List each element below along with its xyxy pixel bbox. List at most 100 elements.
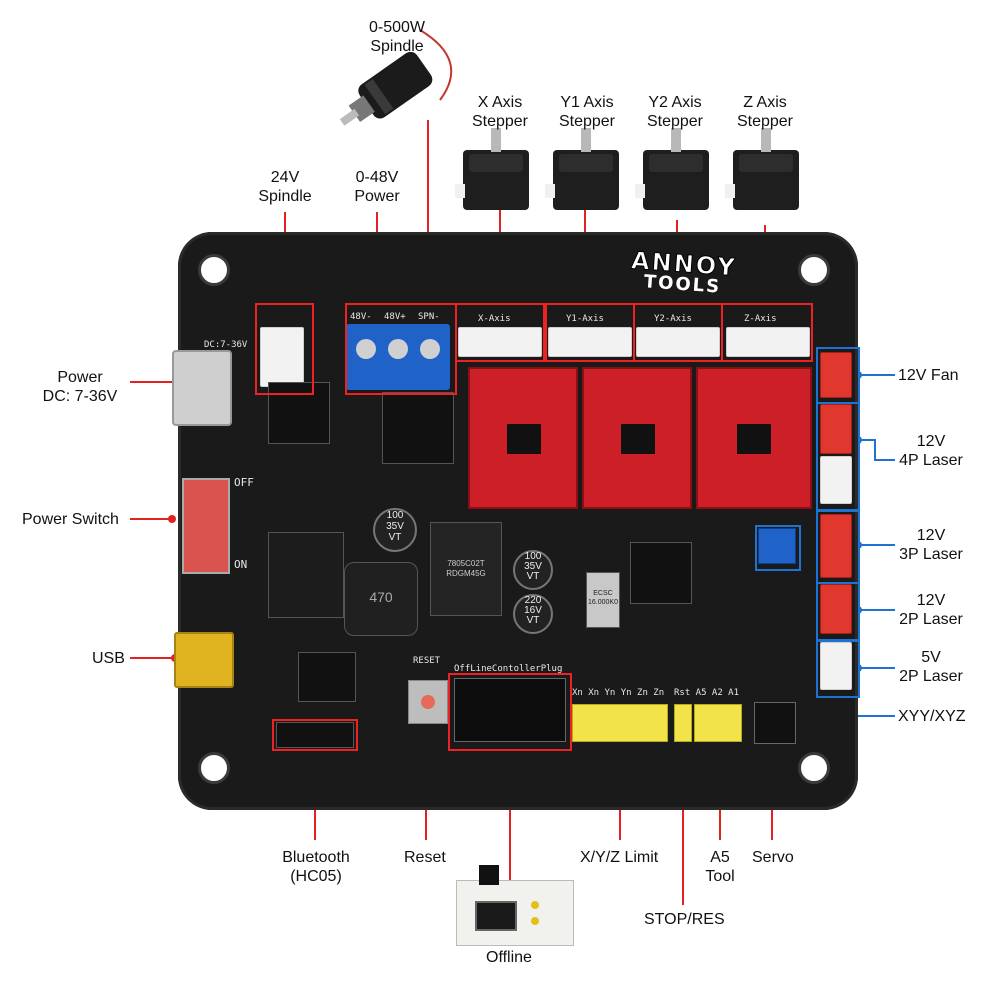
y1-axis-connector — [548, 327, 632, 357]
mount-hole — [798, 752, 830, 784]
laser-4p-white-connector — [820, 456, 852, 504]
power-terminal-block — [346, 324, 450, 390]
capacitor-1: 100 35V VT — [373, 508, 417, 552]
x-axis-connector — [458, 327, 542, 357]
mount-hole — [198, 254, 230, 286]
highlight-2p-12v-laser — [816, 582, 860, 641]
offline-header — [454, 678, 566, 742]
label-500w-spindle: 0-500W Spindle — [368, 19, 426, 55]
label-xyz-limit: X/Y/Z Limit — [580, 849, 659, 866]
highlight-offline — [448, 673, 572, 751]
y1-axis-silk: Y1-Axis — [566, 314, 604, 324]
fan-connector — [820, 352, 852, 398]
label-24v-spindle: 24V Spindle — [258, 169, 312, 205]
highlight-xyy-jumper — [755, 525, 801, 571]
tool-pins-silk: Rst A5 A2 A1 — [674, 688, 740, 698]
highlight-z-axis — [721, 303, 813, 362]
laser-4p-connector — [820, 404, 852, 454]
controller-board: ANNOY TOOLS 48V- 48V+ SPN- X-Axis Y1-Axi… — [172, 232, 858, 810]
power-mosfet — [268, 532, 344, 618]
label-usb: USB — [92, 650, 125, 667]
terminal-label-2: 48V+ — [384, 312, 406, 322]
label-fan: 12V Fan — [898, 367, 959, 384]
stepper-driver-1 — [468, 367, 578, 509]
laser-2p-12v-connector — [820, 584, 852, 634]
limit-header — [572, 704, 668, 742]
highlight-x-axis — [455, 303, 545, 362]
usb-port — [174, 632, 234, 688]
microcontroller — [630, 542, 692, 604]
label-x-stepper: X Axis Stepper — [471, 94, 529, 130]
label-power-switch: Power Switch — [22, 511, 119, 528]
capacitor-2: 100 35V VT — [513, 550, 553, 590]
highlight-4p-laser — [816, 402, 860, 511]
mosfet-2 — [382, 392, 454, 464]
on-silk: ON — [234, 558, 248, 571]
y1-stepper-motor-image — [545, 128, 619, 210]
mount-hole — [798, 254, 830, 286]
label-offline: Offline — [486, 949, 532, 966]
dc-jack — [172, 350, 232, 426]
label-y1-stepper: Y1 Axis Stepper — [558, 94, 616, 130]
terminal-label-1: 48V- — [350, 312, 372, 322]
brand-logo: ANNOY TOOLS — [630, 246, 738, 298]
label-3p-laser: 12V 3P Laser — [899, 527, 963, 563]
spindle-24v-connector — [260, 327, 304, 387]
x-stepper-motor-image — [455, 128, 529, 210]
laser-3p-connector — [820, 514, 852, 578]
highlight-power-terminal — [345, 303, 457, 395]
offline-plug-silk: OffLineContollerPlug — [454, 664, 563, 674]
stepper-driver-3 — [696, 367, 812, 509]
y2-stepper-motor-image — [635, 128, 709, 210]
stop-res-header — [674, 704, 692, 742]
terminal-label-3: SPN- — [418, 312, 440, 322]
z-axis-connector — [726, 327, 810, 357]
xyy-jumper — [758, 528, 796, 564]
power-switch — [182, 478, 230, 574]
label-bluetooth: Bluetooth (HC05) — [282, 849, 350, 885]
z-axis-silk: Z-Axis — [744, 314, 777, 324]
highlight-y1-axis — [545, 303, 635, 362]
label-z-stepper: Z Axis Stepper — [736, 94, 794, 130]
regulator-chip — [268, 382, 330, 444]
label-a5-tool: A5 Tool — [705, 849, 735, 885]
reset-button — [408, 680, 448, 724]
x-axis-silk: X-Axis — [478, 314, 511, 324]
label-2p-12v-laser: 12V 2P Laser — [899, 592, 963, 628]
label-xyy-xyz: XYY/XYZ — [898, 708, 966, 725]
mount-hole — [198, 752, 230, 784]
highlight-3p-laser — [816, 510, 860, 584]
highlight-24v-spindle — [255, 303, 314, 395]
bluetooth-header — [276, 722, 354, 748]
stepper-driver-2 — [582, 367, 692, 509]
dc-silk: DC:7-36V — [204, 340, 248, 350]
servo-header — [754, 702, 796, 744]
capacitor-3: 220 16V VT — [513, 594, 553, 634]
regulator-7805: 7805C02T RDGM45G — [430, 522, 502, 616]
off-silk: OFF — [234, 476, 254, 489]
highlight-y2-axis — [633, 303, 723, 362]
limit-pins-silk: Xn Xn Yn Yn Zn Zn — [572, 688, 665, 698]
crystal: ECSC 16.000K0 — [586, 572, 620, 628]
serial-chip — [298, 652, 356, 702]
tool-header — [694, 704, 742, 742]
highlight-bluetooth — [272, 719, 358, 751]
highlight-fan — [816, 347, 860, 404]
inductor: 470 — [344, 562, 418, 636]
label-y2-stepper: Y2 Axis Stepper — [646, 94, 704, 130]
label-stop-res: STOP/RES — [644, 911, 725, 928]
offline-controller-image — [456, 865, 574, 946]
spindle-motor-image — [330, 50, 450, 140]
z-stepper-motor-image — [725, 128, 799, 210]
label-048v-power: 0-48V Power — [354, 169, 400, 205]
label-4p-laser: 12V 4P Laser — [899, 433, 963, 469]
reset-silk: RESET — [413, 656, 441, 666]
label-servo: Servo — [752, 849, 794, 866]
label-reset: Reset — [404, 849, 446, 866]
highlight-2p-5v-laser — [816, 640, 860, 698]
y2-axis-connector — [636, 327, 720, 357]
y2-axis-silk: Y2-Axis — [654, 314, 692, 324]
laser-2p-5v-connector — [820, 642, 852, 690]
label-2p-5v-laser: 5V 2P Laser — [899, 649, 963, 685]
label-power-dc: Power DC: 7-36V — [42, 369, 118, 405]
